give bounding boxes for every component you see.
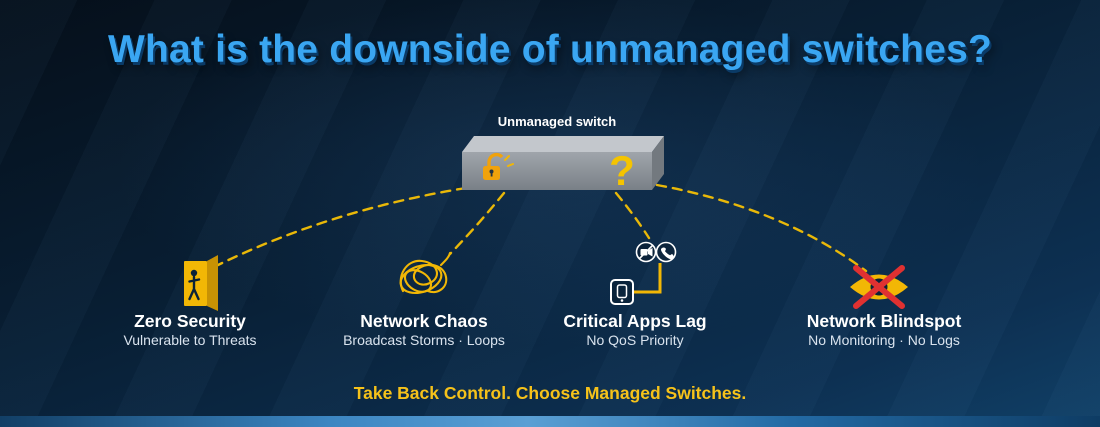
unlock-sparks (504, 155, 514, 167)
bottom-accent-strip (0, 416, 1100, 427)
connector-apps-lag (614, 191, 651, 240)
blocked-apps-icon (610, 241, 677, 305)
switch-top-face (462, 136, 664, 152)
no-phone-icon (655, 241, 677, 263)
item-title-network-chaos: Network Chaos (360, 311, 488, 331)
item-title-blindspot: Network Blindspot (806, 311, 962, 331)
app-device-icon (610, 279, 634, 305)
unmanaged-switch-box: ? (462, 136, 664, 194)
call-to-action: Take Back Control. Choose Managed Switch… (353, 383, 747, 403)
connector-zero-security (214, 186, 468, 268)
item-subtitle-blindspot: No Monitoring · No Logs (808, 332, 960, 348)
switch-label: Unmanaged switch (497, 114, 617, 129)
no-video-icon (635, 241, 657, 263)
red-cross-icon (853, 265, 905, 309)
open-door-icon (184, 255, 218, 311)
blind-eye-icon (850, 265, 908, 309)
item-title-apps-lag: Critical Apps Lag (563, 311, 707, 331)
connector-blindspot (655, 183, 868, 273)
item-subtitle-apps-lag: No QoS Priority (586, 332, 684, 348)
tangled-wires-icon (399, 251, 452, 295)
switch-side-face (652, 136, 664, 190)
unlocked-padlock-icon (483, 152, 514, 180)
question-mark-icon: ? (609, 147, 635, 194)
connector-network-chaos (448, 191, 506, 256)
item-subtitle-zero-security: Vulnerable to Threats (123, 332, 257, 348)
page-title: What is the downside of unmanaged switch… (107, 28, 993, 71)
dashed-connectors (214, 183, 868, 273)
item-title-zero-security: Zero Security (134, 311, 246, 331)
item-subtitle-network-chaos: Broadcast Storms · Loops (343, 332, 505, 348)
